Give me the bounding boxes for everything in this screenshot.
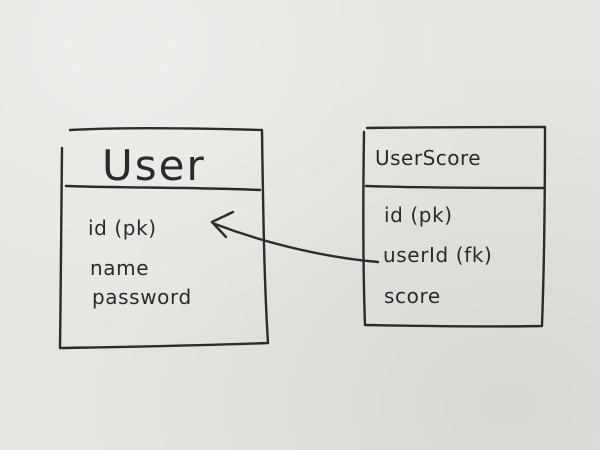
userscore-attr-userid: userId (fk) (383, 243, 492, 267)
arrow-line (213, 222, 380, 264)
user-attr-password: password (92, 285, 192, 309)
relationship-arrow (210, 210, 380, 264)
user-box-outline (58, 126, 270, 350)
user-attr-id: id (pk) (88, 216, 157, 240)
userscore-entity-title: UserScore (375, 146, 481, 170)
userscore-entity: UserScore id (pk) userId (fk) score (362, 125, 547, 328)
user-entity-title: User (102, 141, 206, 190)
user-entity: User id (pk) name password (58, 126, 270, 350)
userscore-attr-score: score (384, 284, 441, 308)
userscore-attr-id: id (pk) (384, 203, 453, 227)
user-attr-name: name (90, 256, 149, 280)
arrow-head-icon (210, 210, 235, 239)
userscore-box-outline (362, 125, 547, 328)
